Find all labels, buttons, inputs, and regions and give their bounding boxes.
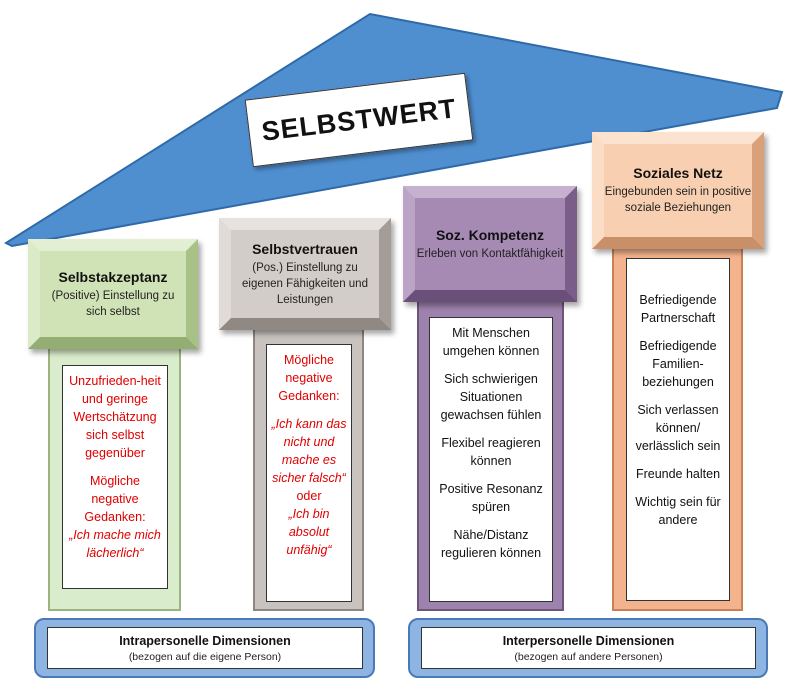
pillar-content-soz-kompetenz: Mit Menschen umgehen können Sich schwier… [429,317,553,602]
pillar-item: Mögliche negative Gedanken: [278,353,340,403]
pillar-item: Flexibel reagieren können [441,436,541,468]
pillar-shaft-selbstakzeptanz: Unzufrieden-heit und geringe Wertschätzu… [48,345,181,611]
base-subheading: (bezogen auf andere Personen) [514,650,663,663]
pillar-cap-soziales-netz: Soziales Netz Eingebunden sein in positi… [592,132,764,249]
base-interpersonal-label: Interpersonelle Dimensionen (bezogen auf… [421,627,756,669]
pillar-heading: Selbstvertrauen [252,240,358,257]
pillar-cap-selbstvertrauen: Selbstvertrauen (Pos.) Einstellung zu ei… [219,218,391,330]
pillar-heading: Soziales Netz [633,165,723,181]
pillar-item: „Ich kann das nicht und mache es sicher … [271,417,347,485]
pillar-item: Freunde halten [635,467,721,481]
pillar-item: Mit Menschen umgehen können [442,326,540,358]
page-title: SELBSTWERT [259,92,459,147]
pillar-content-selbstakzeptanz: Unzufrieden-heit und geringe Wertschätzu… [62,365,168,589]
pillar-subheading: Erleben von Kontaktfähigkeit [416,247,564,260]
pillar-item: Befriedigende Partnerschaft [639,293,717,325]
pillar-content-selbstvertrauen: Mögliche negative Gedanken: „Ich kann da… [266,344,352,602]
pillar-subheading: (Pos.) Einstellung zu eigenen Fähigkeite… [242,261,368,306]
pillar-item: Sich verlassen können/ verlässlich sein [635,403,721,453]
pillar-subheading: (Positive) Einstellung zu sich selbst [51,289,175,318]
pillar-item: Positive Resonanz spüren [439,482,543,514]
pillar-subheading: Eingebunden sein in positive soziale Bez… [604,186,752,214]
pillar-item: Sich schwierigen Situationen gewachsen f… [440,372,542,422]
pillar-item: oder [296,489,322,503]
pillar-shaft-soziales-netz: Befriedigende Partnerschaft Befriedigend… [612,246,743,611]
pillar-heading: Selbstakzeptanz [58,268,168,285]
pillar-item: Unzufrieden-heit und geringe Wertschätzu… [69,374,161,460]
pillar-item: Wichtig sein für andere [635,495,721,527]
pillar-shaft-soz-kompetenz: Mit Menschen umgehen können Sich schwier… [417,300,564,611]
pillar-shaft-selbstvertrauen: Mögliche negative Gedanken: „Ich kann da… [253,328,364,611]
pillar-item: Nähe/Distanz regulieren können [440,528,542,560]
pillar-cap-soz-kompetenz: Soz. Kompetenz Erleben von Kontaktfähigk… [403,186,577,302]
pillar-item: „Ich mache mich lächerlich“ [69,528,161,560]
base-heading: Interpersonelle Dimensionen [502,633,675,648]
pillar-item: „Ich bin absolut unfähig“ [286,507,332,557]
pillar-heading: Soz. Kompetenz [435,226,545,243]
base-heading: Intrapersonelle Dimensionen [119,633,291,648]
base-intrapersonal-label: Intrapersonelle Dimensionen (bezogen auf… [47,627,363,669]
base-subheading: (bezogen auf die eigene Person) [128,650,282,663]
pillar-item: Mögliche negative Gedanken: [84,474,146,524]
pillar-cap-selbstakzeptanz: Selbstakzeptanz (Positive) Einstellung z… [28,239,198,349]
pillar-item: Befriedigende Familien-beziehungen [639,339,717,389]
base-interpersonal: Interpersonelle Dimensionen (bezogen auf… [408,618,768,678]
pillar-content-soziales-netz: Befriedigende Partnerschaft Befriedigend… [626,258,730,601]
base-intrapersonal: Intrapersonelle Dimensionen (bezogen auf… [34,618,375,678]
